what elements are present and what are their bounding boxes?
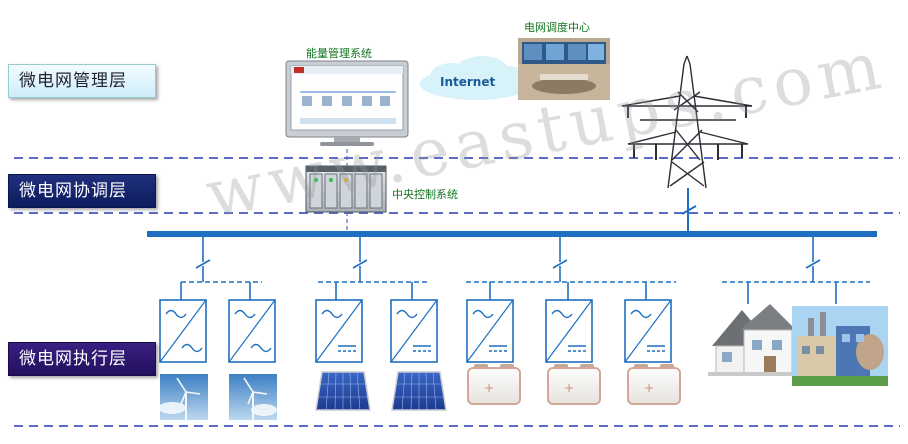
power-converter-icon-4	[390, 299, 438, 363]
wind-turbine-photo-2	[229, 374, 277, 420]
management-layer-label: 微电网管理层	[8, 64, 156, 98]
power-converter-icon-1	[159, 299, 207, 363]
power-converter-icon-2	[228, 299, 276, 363]
central-control-caption: 中央控制系统	[392, 188, 458, 201]
ems-caption: 能量管理系统	[306, 47, 372, 60]
execution-layer-label: 微电网执行层	[8, 342, 156, 376]
power-converter-icon-3	[315, 299, 363, 363]
main-bus	[147, 231, 877, 237]
tower-switch	[681, 205, 697, 215]
battery-icon-1: +	[467, 364, 521, 405]
coordination-layer-label: 微电网协调层	[8, 174, 156, 208]
svg-text:+: +	[564, 381, 574, 395]
factory-load-photo	[792, 306, 888, 386]
solar-panel-icon-2	[391, 371, 447, 411]
svg-text:+: +	[644, 381, 654, 395]
ems-monitor-icon	[285, 60, 409, 146]
battery-icon-2: +	[547, 364, 601, 405]
dispatch-center-photo	[518, 38, 610, 100]
wind-turbine-photo-1	[158, 374, 208, 420]
power-converter-icon-5	[466, 299, 514, 363]
central-controller-icon	[305, 165, 387, 213]
feeder-4	[722, 237, 870, 304]
feeder-3	[466, 237, 676, 300]
battery-icon-3: +	[627, 364, 681, 405]
transmission-tower-icon	[621, 55, 753, 189]
internet-label: Internet	[440, 75, 496, 89]
house-icon	[708, 304, 800, 376]
feeder-2	[318, 237, 428, 300]
power-converter-icon-7	[624, 299, 672, 363]
svg-text:+: +	[484, 381, 494, 395]
power-converter-icon-6	[545, 299, 593, 363]
dispatch-center-caption: 电网调度中心	[524, 21, 590, 34]
solar-panel-icon-1	[315, 371, 371, 411]
feeder-1	[180, 237, 262, 300]
